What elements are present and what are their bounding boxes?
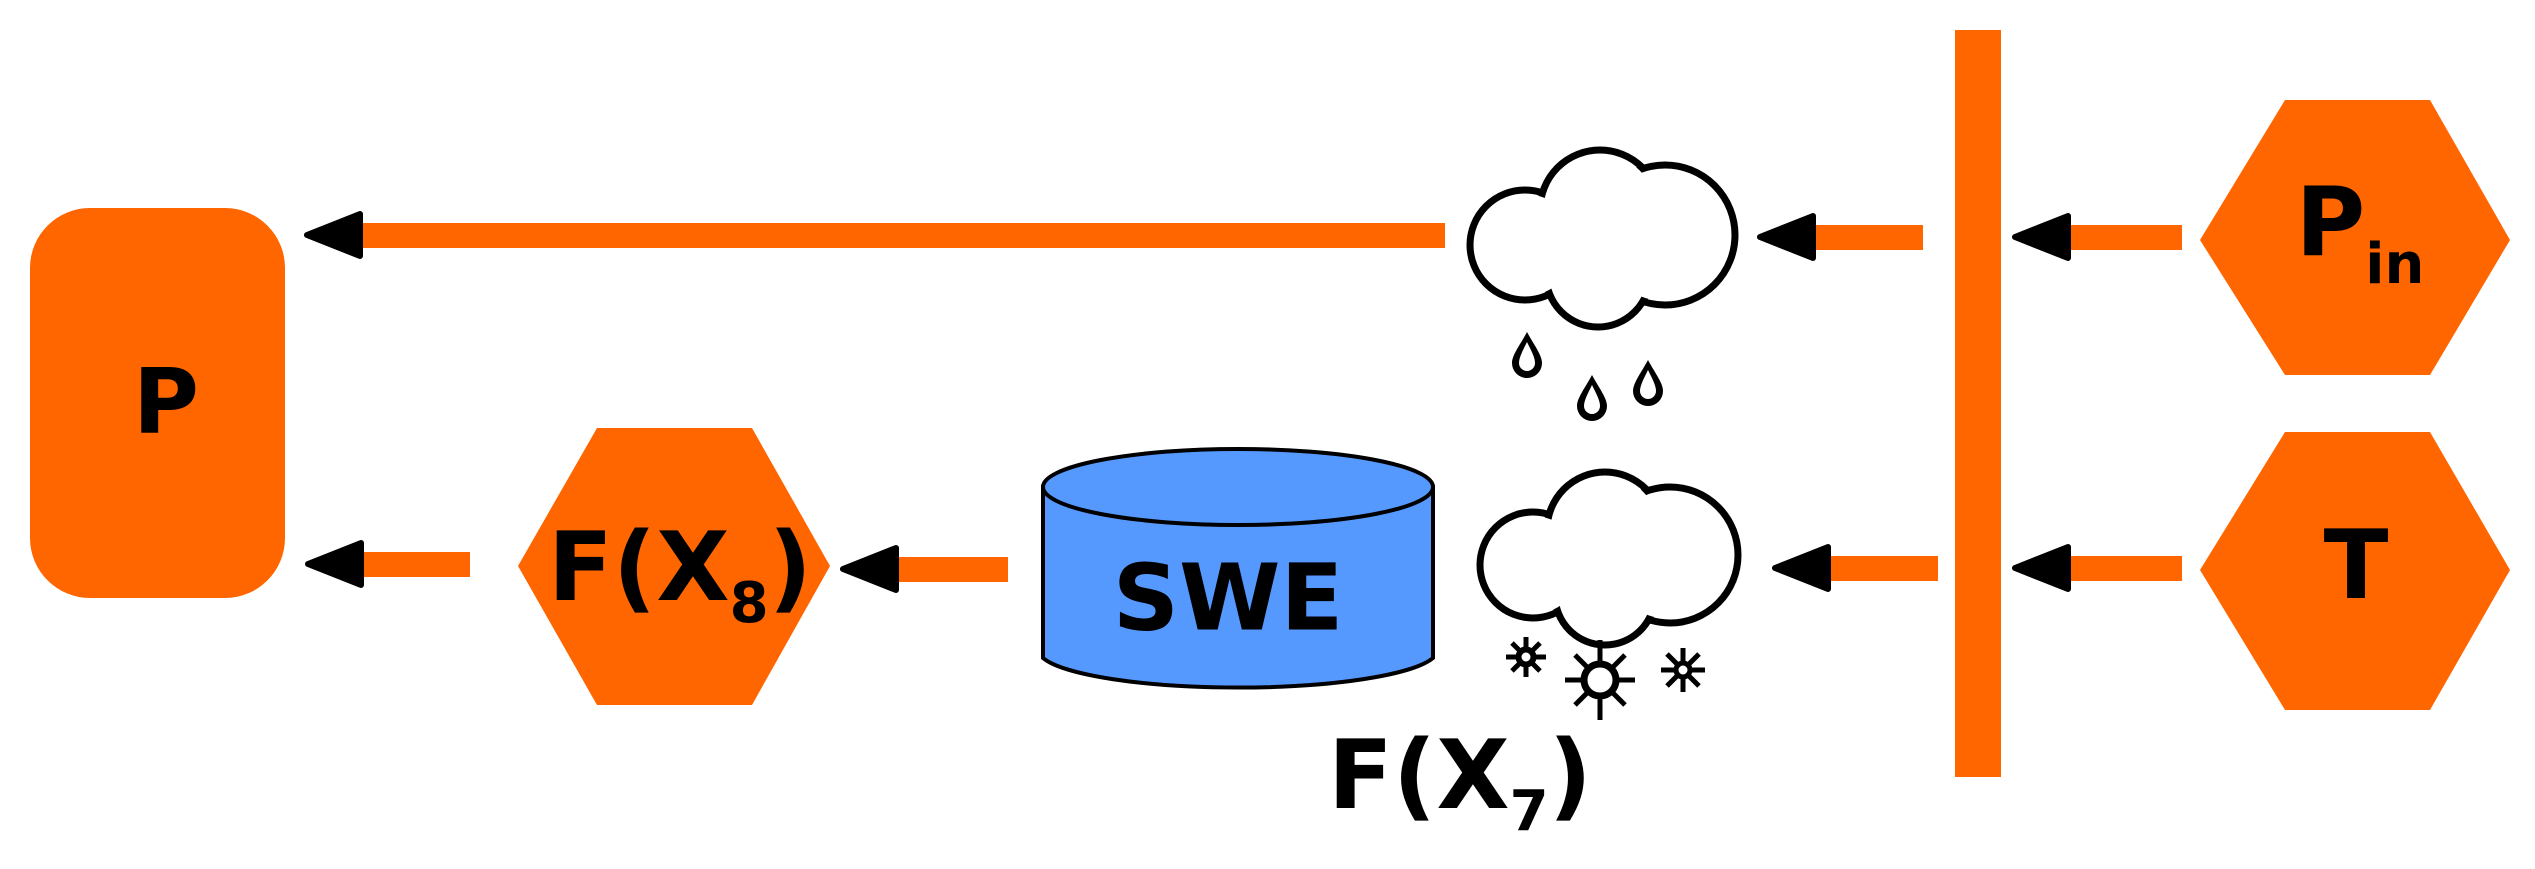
splitter-bar [1955, 30, 2001, 777]
swe-store: SWE [1041, 447, 1435, 690]
arrow-bar-to-snow [1772, 544, 1938, 592]
arrow-swe-to-fx8 [840, 545, 1008, 593]
temperature-label: T [2324, 511, 2389, 621]
p-in-label: Pin [2296, 168, 2425, 297]
swe-label: SWE [1113, 544, 1344, 651]
p-output-node: P [30, 208, 285, 598]
arrow-fx8-to-p [305, 540, 470, 588]
snowflake-icon [1661, 648, 1705, 692]
rain-cloud-icon [1466, 146, 1739, 421]
f-x8-label: F(X8) [548, 513, 812, 636]
arrow-bar-to-rain [1757, 213, 1923, 261]
temperature-node: T [2200, 432, 2510, 710]
snowflake-icon [1506, 637, 1546, 677]
snowflake-icon [1565, 640, 1635, 720]
arrow-pin-to-bar [2012, 213, 2182, 261]
f-x8-node: F(X8) [518, 428, 830, 705]
arrow-rain-to-p [304, 211, 1445, 259]
p-in-node: Pin [2200, 100, 2510, 375]
snow-cloud-icon [1476, 468, 1742, 720]
p-output-label: P [133, 350, 199, 455]
f-x7-label: F(X7) [1328, 721, 1592, 844]
arrow-t-to-bar [2012, 544, 2182, 592]
